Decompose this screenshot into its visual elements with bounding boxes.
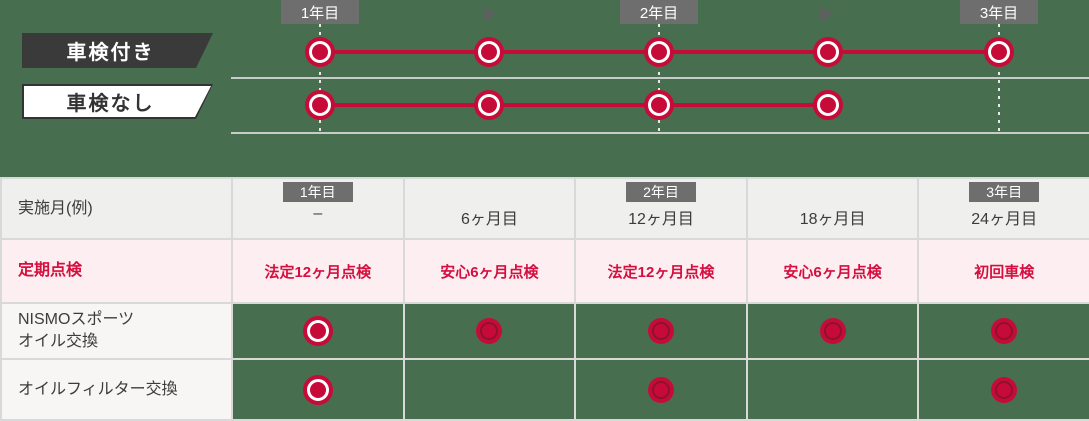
cell-r3-c0 [233,360,403,419]
month-label: 12ヶ月目 [628,211,694,228]
cell-r2-c2 [576,304,746,358]
solid-dot-icon [482,324,497,338]
timeline-dot-icon [312,97,328,113]
timeline-dot-icon [651,97,667,113]
row-label-dots-2: NISMOスポーツ オイル交換 [2,304,231,358]
month-label: 18ヶ月目 [799,211,866,228]
legend-without-inspection-flag: 車検なし [22,84,213,119]
inspection-label: 法定12ヶ月点検 [607,263,715,281]
arrow-right-icon [820,6,834,22]
year-badge: 1年目 [282,182,353,202]
timeline-separator-line [231,132,1089,134]
legend-with-inspection-flag: 車検付き [22,33,213,68]
inspection-label: 法定12ヶ月点検 [264,263,372,281]
year-badge: 3年目 [960,0,1038,24]
year-badge: 2年目 [620,0,698,24]
ring-dot-icon [309,381,326,398]
timeline-dot-icon [820,44,836,60]
cell-r1-c3: 安心6ヶ月点検 [747,240,918,302]
solid-dot-icon [653,324,668,338]
cell-r1-c2: 法定12ヶ月点検 [576,240,746,302]
row-label-months-0: 実施月(例) [2,179,231,238]
solid-dot-icon [997,382,1012,397]
row-label-inspection-1: 定期点検 [2,240,231,302]
timeline-line-light [320,103,828,107]
year-drop-line [658,24,660,131]
arrow-right-icon [483,6,497,22]
timeline-dot-icon [991,44,1007,60]
cell-r2-c1 [404,304,575,358]
cell-r1-c0: 法定12ヶ月点検 [233,240,403,302]
cell-r3-c4 [919,360,1089,419]
inspection-label: 安心6ヶ月点検 [783,263,882,281]
ring-dot-icon [309,323,326,339]
cell-r1-c1: 安心6ヶ月点検 [404,240,575,302]
year-badge: 3年目 [969,182,1040,202]
month-label: 24ヶ月目 [971,211,1038,228]
cell-r3-c1 [404,360,575,419]
month-label: – [313,205,323,222]
schedule-table: 実施月(例) 1年目 – 6ヶ月目 2年目 12ヶ月目 18ヶ月目 3年目 24ヶ月目定期点検 法… [0,177,1089,421]
cell-r0-c3: 18ヶ月目 [747,179,918,238]
cell-r3-c3 [747,360,918,419]
legend-with-inspection-label: 車検付き [66,42,155,64]
solid-dot-icon [997,324,1012,338]
month-label: 6ヶ月目 [460,211,518,228]
year-badge: 1年目 [281,0,359,24]
cell-r2-c4 [919,304,1089,358]
timeline-separator-line [231,77,1089,79]
timeline-dot-icon [481,44,497,60]
solid-dot-icon [825,324,840,338]
timeline-dot-icon [481,97,497,113]
cell-r0-c2: 2年目 12ヶ月目 [576,179,746,238]
inspection-label: 初回車検 [974,263,1035,281]
inspection-label: 安心6ヶ月点検 [440,263,539,281]
year-drop-line [319,24,321,131]
row-label-dots-3: オイルフィルター交換 [2,360,231,419]
solid-dot-icon [653,382,668,397]
cell-r0-c4: 3年目 24ヶ月目 [919,179,1089,238]
timeline-dot-icon [651,44,667,60]
year-drop-line [998,24,1000,131]
timeline-dot-icon [820,97,836,113]
cell-r1-c4: 初回車検 [919,240,1089,302]
cell-r2-c0 [233,304,403,358]
timeline-dot-icon [312,44,328,60]
year-badge: 2年目 [625,182,696,202]
cell-r0-c0: 1年目 – [233,179,403,238]
cell-r3-c2 [576,360,746,419]
cell-r2-c3 [747,304,918,358]
cell-r0-c1: 6ヶ月目 [404,179,575,238]
timeline-section: 1年目 2年目 3年目 車検付き 車検なし [0,0,1089,177]
legend-without-inspection-label: 車検なし [66,93,155,115]
